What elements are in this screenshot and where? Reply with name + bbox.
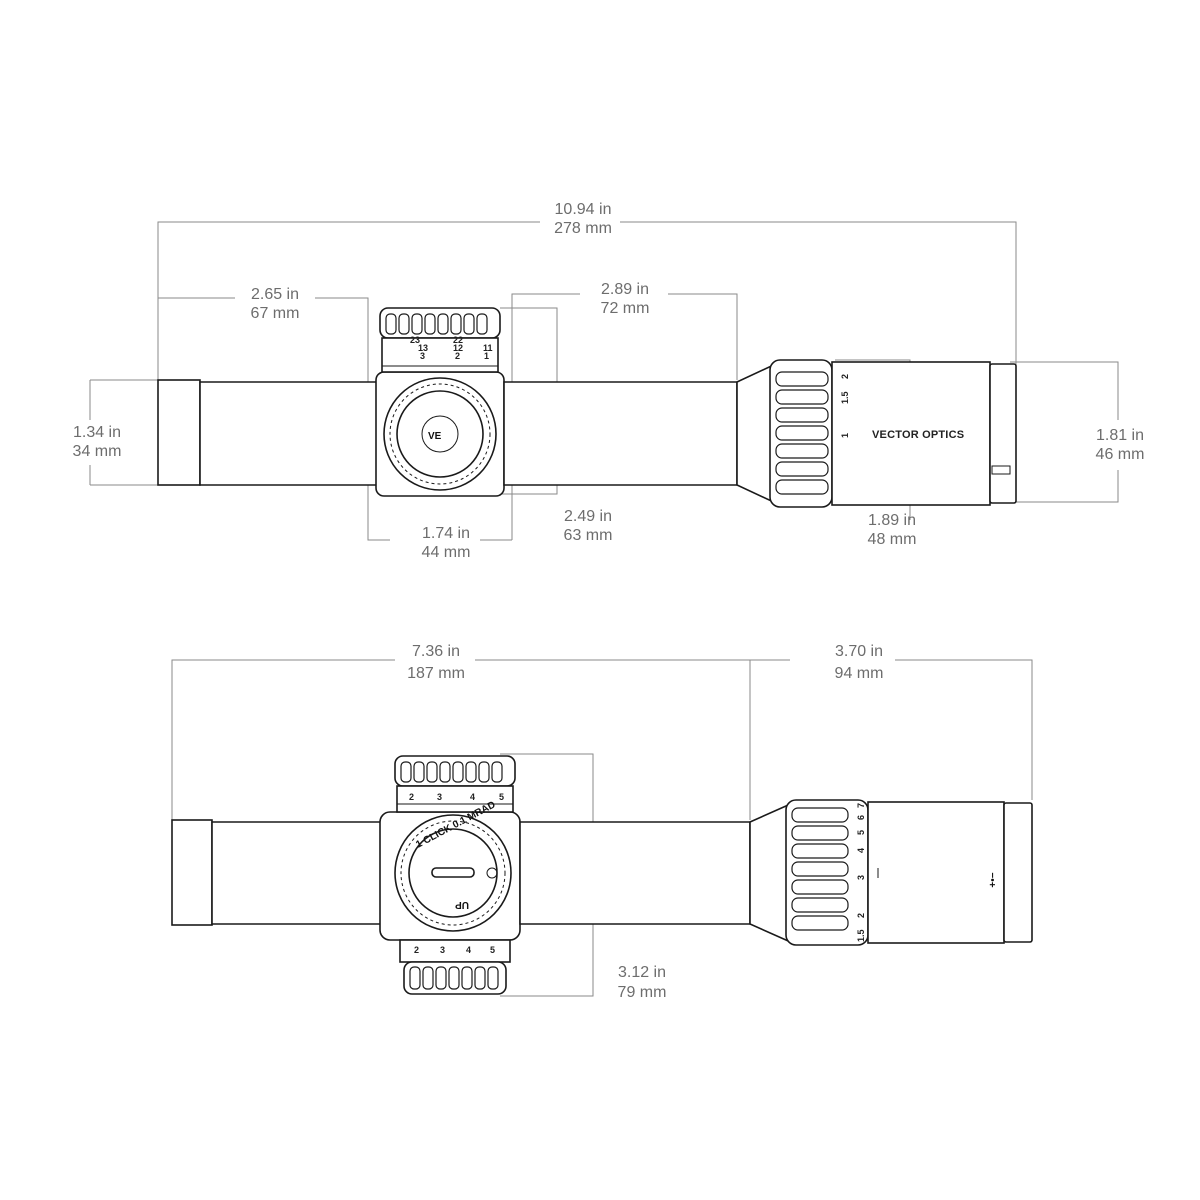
brand-badge-icon: VE (428, 431, 442, 442)
diopter-mark (991, 465, 1011, 475)
turret-scale-label: 2 (409, 792, 414, 802)
top-turret-cap: 23 22 13 12 11 3 2 1 (379, 307, 501, 373)
turret-to-eyepiece-in: 2.89 in (601, 281, 649, 298)
turret-scale-label: 13 (418, 343, 428, 353)
turret-scale-label: 22 (453, 335, 463, 345)
front-to-eyepiece-mm: 187 mm (407, 665, 465, 682)
brand-logo: VECTOR OPTICS (872, 429, 964, 441)
front-to-turret-mm: 67 mm (251, 305, 300, 322)
side-zoom-ribs (791, 807, 849, 931)
eyepiece-length-in: 1.89 in (868, 512, 916, 529)
turret-scale-label: 4 (470, 792, 475, 802)
turret-scale-label: 23 (410, 335, 420, 345)
turret-height-mm: 79 mm (618, 984, 667, 1001)
objective-diameter-mm: 34 mm (73, 443, 122, 460)
turret-to-eyepiece-mm: 72 mm (601, 300, 650, 317)
side-dimension-lines (171, 659, 1033, 997)
eyepiece-length-in: 3.70 in (835, 643, 883, 660)
bottom-dial-label: 4 (466, 945, 471, 955)
zoom-mark: 1 (840, 433, 850, 438)
eyepiece-diameter-in: 1.81 in (1096, 427, 1144, 444)
top-zoom-ribs (775, 371, 829, 495)
turret-width-in: 1.74 in (422, 525, 470, 542)
zoom-mark: 5 (856, 830, 866, 835)
bottom-dial-label: 3 (440, 945, 445, 955)
eyepiece-diameter-mm: 46 mm (1096, 446, 1145, 463)
up-label: UP (455, 899, 469, 910)
objective-diameter-in: 1.34 in (73, 424, 121, 441)
zoom-mark: 7 (856, 803, 866, 808)
overall-length-in: 10.94 in (555, 201, 612, 218)
zoom-mark: 2 (840, 374, 850, 379)
eyepiece-body (867, 801, 1005, 944)
front-to-eyepiece-in: 7.36 in (412, 643, 460, 660)
zoom-mark: 1.5 (856, 929, 866, 942)
objective-bell (171, 819, 213, 926)
turret-span-mm: 63 mm (564, 527, 613, 544)
turret-span-in: 2.49 in (564, 508, 612, 525)
top-zoom-marks: 2 1.5 1 (840, 374, 850, 438)
turret-height-in: 3.12 in (618, 964, 666, 981)
eyepiece-length-mm: 94 mm (835, 665, 884, 682)
top-dimension-labels: 10.94 in 278 mm 2.65 in 67 mm 2.89 in 72… (73, 201, 1145, 561)
eyepiece-body (831, 361, 991, 506)
eyepiece-end (1003, 802, 1033, 943)
side-dimension-labels: 7.36 in 187 mm 3.70 in 94 mm 3.12 in 79 … (407, 643, 883, 1001)
zoom-mark: 4 (856, 848, 866, 853)
turret-scale-label: 1 (484, 351, 489, 361)
indicator-dot-icon (486, 867, 498, 879)
top-view: 2 1.5 1 VECTOR OPTICS 23 22 13 12 11 3 2 (73, 201, 1145, 561)
turret-scale-label: 2 (455, 351, 460, 361)
rear-tube (503, 381, 738, 486)
zoom-mark: 2 (856, 913, 866, 918)
top-side-knob: VE (383, 377, 497, 491)
zoom-mark: 1.5 (840, 391, 850, 404)
illumination-label: +•− (988, 872, 999, 887)
bottom-dial-label: 2 (414, 945, 419, 955)
turret-scale-label: 3 (420, 351, 425, 361)
turret-scale-label: 12 (453, 343, 463, 353)
side-scope-body (171, 799, 1033, 946)
objective-bell (157, 379, 201, 486)
overall-length-mm: 278 mm (554, 220, 612, 237)
eyepiece-length-mm: 48 mm (868, 531, 917, 548)
side-view: 7 6 5 4 3 2 1.5 +•− 2 3 4 5 (171, 643, 1033, 1001)
side-zoom-marks: 7 6 5 4 3 2 1.5 (856, 803, 866, 942)
front-to-turret-in: 2.65 in (251, 286, 299, 303)
slot-icon (431, 867, 475, 878)
side-bottom-dial: 2 3 4 5 (399, 939, 511, 995)
front-tube (199, 381, 379, 486)
turret-scale-label: 11 (483, 343, 493, 353)
side-turret-cap: 2 3 4 5 (394, 755, 516, 813)
turret-scale-label: 3 (437, 792, 442, 802)
rear-tube (519, 821, 751, 925)
turret-width-mm: 44 mm (422, 544, 471, 561)
zoom-mark: 3 (856, 875, 866, 880)
front-tube (211, 821, 383, 925)
zoom-mark: 6 (856, 815, 866, 820)
bottom-dial-label: 5 (490, 945, 495, 955)
side-windage-cap: 1 CLICK 0.1 MRAD UP (394, 799, 512, 932)
eyepiece-end (989, 363, 1017, 504)
turret-scale-label: 5 (499, 792, 504, 802)
